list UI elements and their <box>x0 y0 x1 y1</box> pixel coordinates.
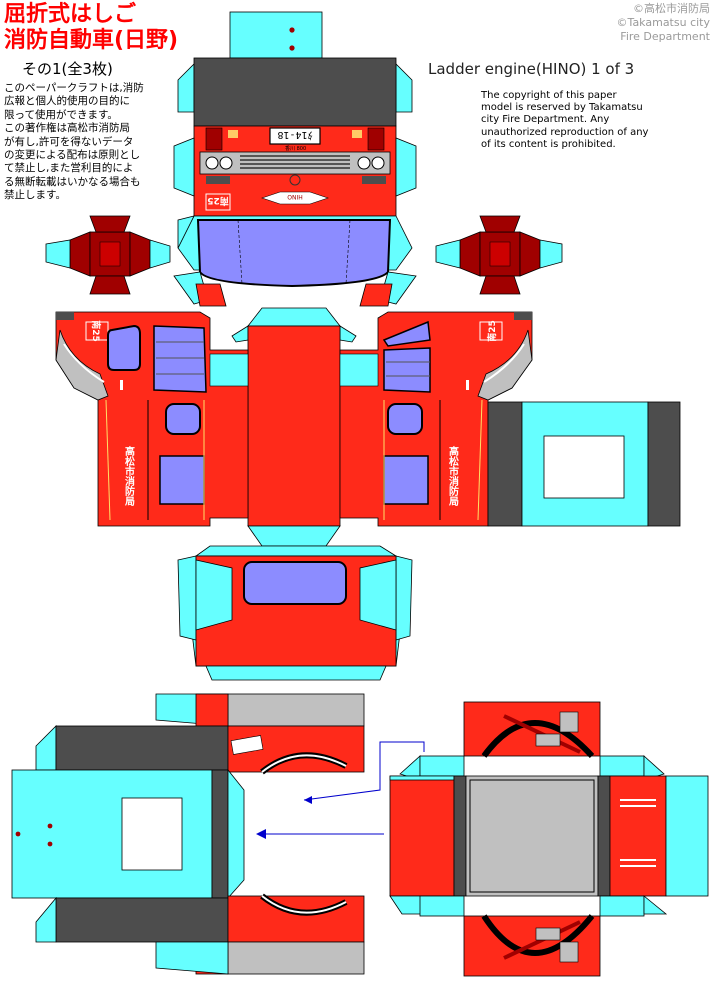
unit-mark-right: 南25 <box>486 320 498 342</box>
side-text-left: 高松市消防局 <box>123 445 136 507</box>
copyright-notice-en: The copyright of this paper model is res… <box>481 90 661 151</box>
sheet-title-line2: 消防自動車(日野) <box>4 28 179 53</box>
lower-left-body-part <box>11 693 365 975</box>
notice-jp-line: 広報と個人的使用の目的に <box>4 95 130 108</box>
notice-jp-line: 禁止します。 <box>4 189 66 202</box>
credit-line1: ©高松市消防局 <box>633 2 710 15</box>
cab-rear-panel <box>177 545 413 681</box>
notice-jp-line: の変更による配布は原則とし <box>4 149 141 162</box>
credit-line2: ©Takamatsu city <box>616 16 710 29</box>
notice-jp-line: 限って使用ができます。 <box>4 108 118 121</box>
brand-badge: HINO <box>287 193 303 200</box>
notice-jp-line: この著作権は高松市消防局 <box>4 122 130 135</box>
license-plate <box>269 127 321 145</box>
credit-line3: Fire Department <box>620 30 710 43</box>
sheet-title: 屈折式はしご 消防自動車(日野) <box>4 2 178 54</box>
assembly-arrows <box>256 741 425 839</box>
part-label: その1(全3枚) <box>22 60 113 78</box>
notice-en-line: of its content is prohibited. <box>481 138 616 150</box>
unit-mark-front: 南25 <box>207 195 229 207</box>
english-title: Ladder engine(HINO) 1 of 3 <box>428 60 635 78</box>
cab-floor-center <box>231 307 357 547</box>
notice-jp-line: て禁止し,また営利目的によ <box>4 162 134 175</box>
cab-left-side: 南25 高松市消防局 <box>55 311 249 527</box>
right-beacon-lamp <box>435 215 563 295</box>
notice-en-line: model is reserved by Takamatsu <box>481 102 643 114</box>
side-text-right: 高松市消防局 <box>447 445 460 507</box>
cab-right-side: 南25 高松市消防局 <box>339 311 533 527</box>
cab-roof-tab <box>177 11 413 113</box>
cab-front-panel: ﾀ14-18 香川 800 南25 HINO <box>173 125 417 217</box>
cab-roof-panel <box>193 57 397 127</box>
sheet-title-line1: 屈折式はしご <box>4 2 137 27</box>
notice-en-line: The copyright of this paper <box>481 90 617 101</box>
notice-en-line: unauthorized reproduction of any <box>481 126 649 138</box>
license-plate-text: ﾀ14-18 <box>277 129 312 141</box>
notice-en-line: city Fire Department. Any <box>481 114 610 126</box>
notice-jp-line: る無断転載はいかなる場合も <box>4 175 141 188</box>
copyright-notice-jp: このペーパークラフトは,消防 広報と個人的使用の目的に 限って使用ができます。 … <box>4 82 172 203</box>
lower-right-body-part <box>389 701 709 977</box>
notice-jp-line: が有し,許可を得ないデータ <box>4 135 134 148</box>
windshield-panel <box>173 215 417 307</box>
cab-back-side-block <box>487 401 681 527</box>
plate-region-text: 香川 800 <box>285 145 306 152</box>
notice-jp-line: このペーパークラフトは,消防 <box>4 82 144 94</box>
left-beacon-lamp <box>45 215 171 295</box>
copyright-credit: ©高松市消防局 ©Takamatsu city Fire Department <box>617 2 710 44</box>
unit-mark-left: 南25 <box>90 320 102 342</box>
